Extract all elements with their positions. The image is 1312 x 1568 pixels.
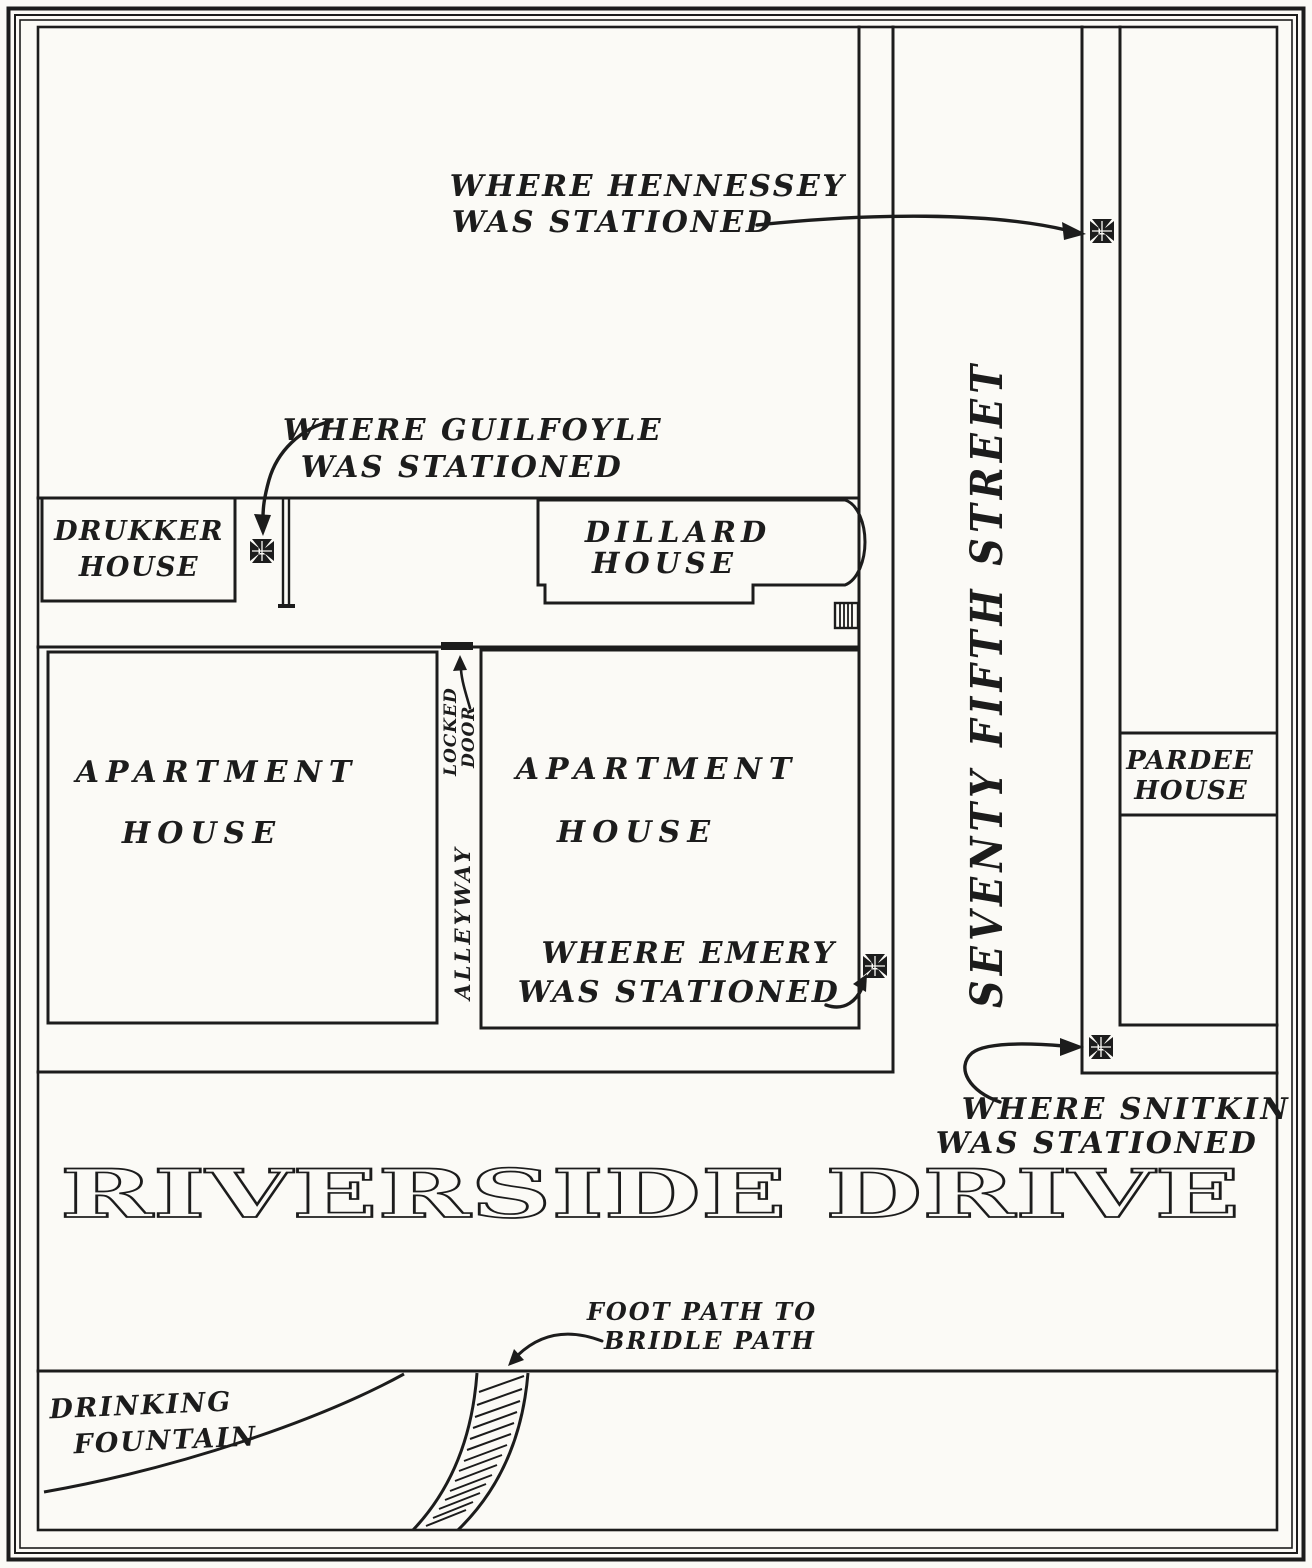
apartment-house-east-outline: [479, 648, 861, 1030]
border-inner-line: [36, 25, 1279, 1532]
pardee-house-outline: [1120, 731, 1277, 817]
dillard-stoop: [833, 601, 860, 630]
hennessey-label-line2: WAS STATIONED: [452, 205, 774, 240]
emery-label-line1: WHERE EMERY: [541, 936, 836, 971]
snitkin-label-line2: WAS STATIONED: [936, 1126, 1258, 1161]
buildings: [40, 496, 1277, 1030]
guilfoyle-station-marker maltese-cross-icon: [250, 539, 274, 563]
guilfoyle-arrow: [261, 419, 334, 520]
foot-path-label-line2: BRIDLE PATH: [603, 1326, 816, 1355]
stoop-outline: [833, 601, 860, 630]
map-border: [6, 6, 1306, 1562]
foot-path-right-edge: [456, 1372, 530, 1532]
dillard-house-outline: [536, 498, 867, 605]
drinking-fountain-label-line2: FOUNTAIN: [72, 1421, 258, 1460]
annotation-arrows: [254, 214, 1086, 1366]
alleyway-label: ALLEYWAY: [450, 845, 475, 1002]
yard-fence: [278, 498, 295, 608]
emery-arrow: [824, 986, 864, 1009]
apartment-east-label-line1: APARTMENT: [513, 752, 798, 787]
guilfoyle-arrowhead-icon: [254, 514, 271, 536]
foot-path: [411, 1372, 530, 1532]
guilfoyle-label-line2: WAS STATIONED: [301, 450, 623, 485]
border-middle-line: [14, 14, 1298, 1554]
pardee-house-label-line1: PARDEE: [1125, 746, 1254, 776]
emery-arrowhead-icon: [853, 974, 867, 992]
drukker-house-label-line2: HOUSE: [78, 552, 199, 583]
drinking-fountain-label-line1: DRINKING: [48, 1386, 233, 1425]
hennessey-label-line1: WHERE HENNESSEY: [450, 169, 847, 204]
dillard-house-label-line2: HOUSE: [591, 546, 738, 580]
hennessey-arrowhead-icon: [1062, 222, 1086, 240]
dillard-house-label-line1: DILLARD: [584, 515, 771, 549]
foot-path-label-line1: FOOT PATH TO: [586, 1297, 817, 1326]
stoop-hatching: [839, 604, 853, 627]
guilfoyle-label-line1: WHERE GUILFOYLE: [283, 413, 663, 448]
hennessey-station-marker maltese-cross-icon: [1090, 219, 1114, 243]
foot-path-arrow: [516, 1332, 604, 1357]
snitkin-arrow: [963, 1042, 1066, 1104]
snitkin-label-line1: WHERE SNITKIN: [962, 1092, 1291, 1127]
foot-path-arrowhead-icon: [508, 1349, 524, 1366]
riverside-drive-label: RIVERSIDE DRIVE: [60, 1155, 1240, 1233]
locked-door-label-line2: DOOR: [459, 706, 479, 770]
snitkin-arrowhead-icon: [1060, 1038, 1084, 1056]
emery-station-marker maltese-cross-icon: [863, 954, 887, 978]
street-east-curb-and-drive-north-edge: [1080, 25, 1279, 1075]
foot-path-left-edge: [411, 1372, 479, 1532]
apartment-west-label-line1: APARTMENT: [73, 755, 358, 790]
street-west-curb-and-drive-north-edge: [36, 25, 895, 1074]
pardee-house-label-line2: HOUSE: [1133, 776, 1248, 806]
apartment-house-west-outline: [46, 650, 439, 1025]
drukker-house-label-line1: DRUKKER: [53, 516, 224, 547]
street-east-sidewalk-line: [1118, 25, 1279, 1027]
apartment-east-label-line2: HOUSE: [556, 815, 717, 850]
snitkin-station-marker maltese-cross-icon: [1089, 1035, 1113, 1059]
locked-door-arrow: [459, 668, 472, 710]
locked-door-label-line1: LOCKED: [441, 687, 461, 777]
drinking-fountain-label-group: DRINKING FOUNTAIN: [48, 1386, 258, 1460]
drukker-house-outline: [40, 496, 237, 603]
emery-label-line2: WAS STATIONED: [518, 975, 840, 1010]
locked-door-arrowhead-icon: [453, 655, 467, 671]
seventy-fifth-street-label: SEVENTY FIFTH STREET: [962, 360, 1013, 1008]
border-outer-line: [6, 6, 1306, 1562]
foot-path-hatching: [425, 1375, 525, 1527]
locked-door-bar: [441, 642, 473, 650]
border-inner-band-line: [19, 19, 1293, 1549]
hennessey-arrow: [755, 214, 1068, 232]
station-markers: [250, 219, 1114, 1059]
apartment-west-label-line2: HOUSE: [121, 816, 282, 851]
park-paths: [43, 1372, 530, 1532]
labels: WHERE HENNESSEY WAS STATIONED WHERE GUIL…: [48, 169, 1291, 1460]
bridle-path-curve: [43, 1372, 405, 1494]
